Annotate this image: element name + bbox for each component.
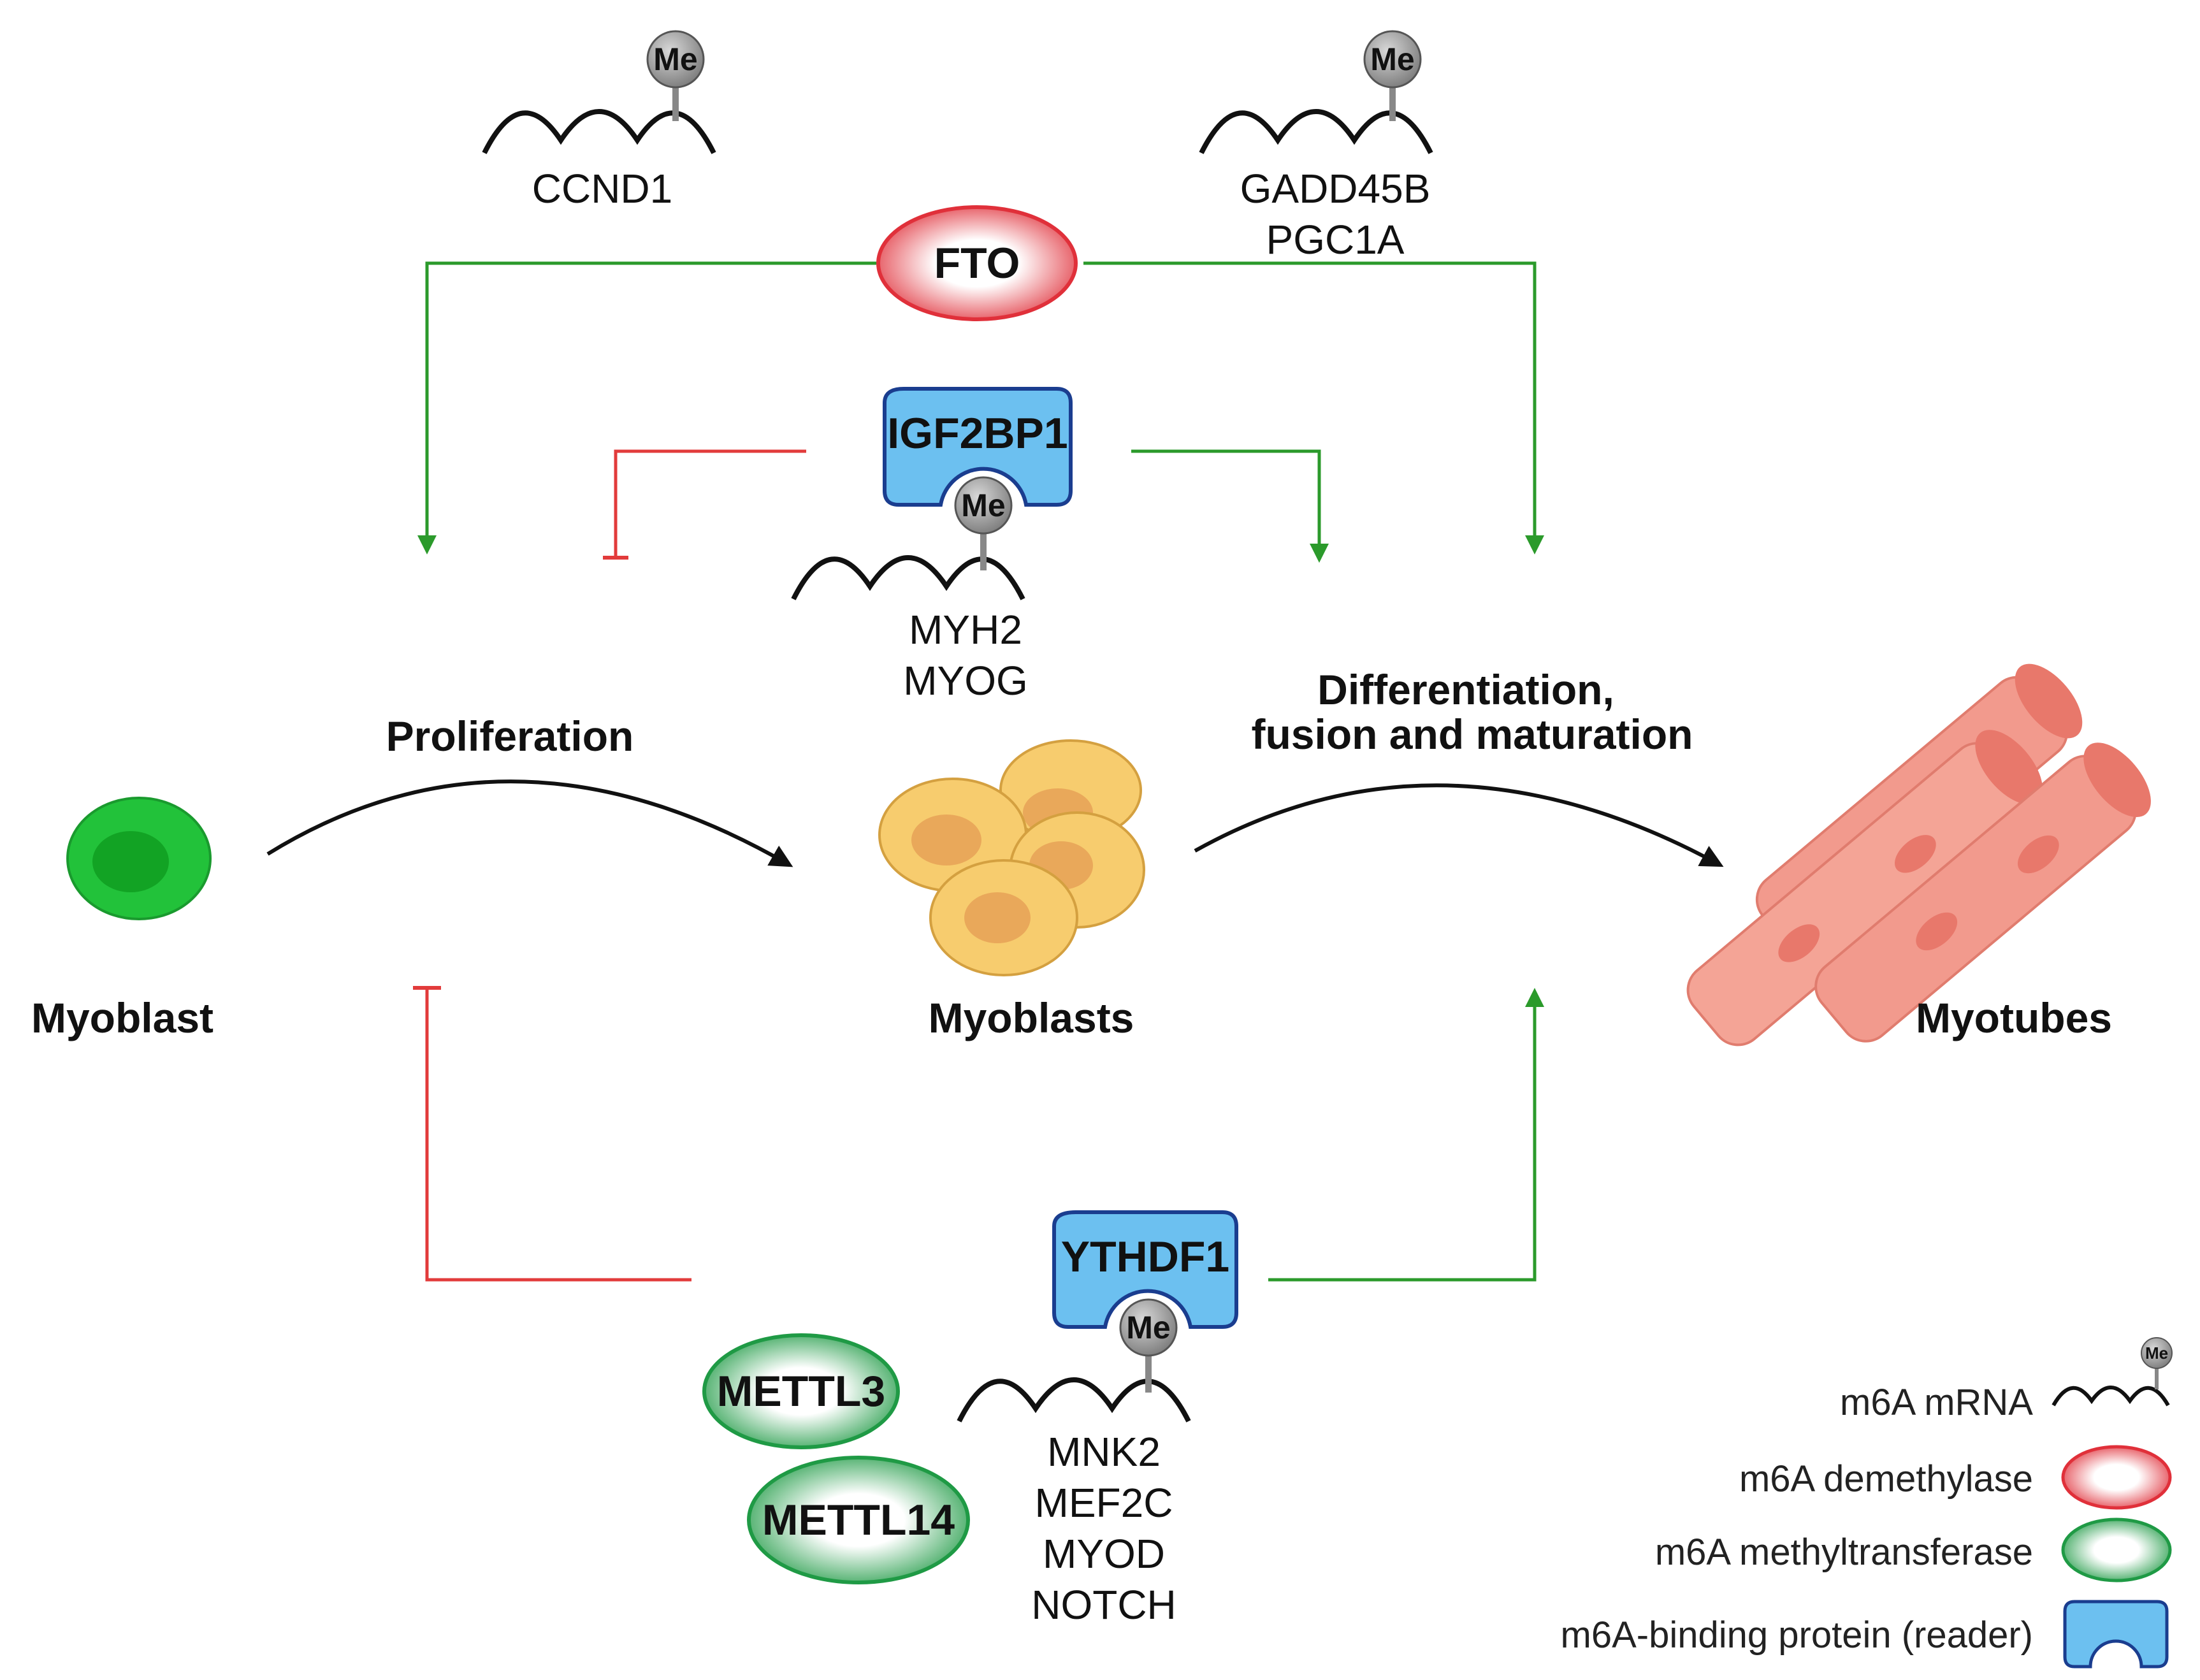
- legend-mrna-label: m6A mRNA: [1840, 1382, 2033, 1423]
- legend-reader-label: m6A-binding protein (reader): [1561, 1614, 2033, 1656]
- methyl-label: Me: [1126, 1310, 1170, 1345]
- gene-notch: NOTCH: [1031, 1582, 1176, 1628]
- differentiation-arrow: [1194, 783, 1724, 867]
- fto-protein: [876, 205, 1078, 321]
- gene-myod: MYOD: [1043, 1531, 1165, 1577]
- legend-reader: m6A-binding protein (reader): [1561, 1600, 2169, 1669]
- gene-myog: MYOG: [903, 658, 1028, 704]
- igf2bp1-to-differentiation-arrow: [1131, 449, 1329, 563]
- ythdf1-pathway: YTHDF1 Me MNK2 MEF2C MYOD NOTCH METTL3 M…: [413, 986, 1544, 1628]
- igf2bp1-mrna: Me MYH2 MYOG: [791, 476, 1028, 704]
- legend-demethylase: m6A demethylase: [1739, 1445, 2172, 1510]
- fto-to-differentiation-arrow: [1083, 261, 1544, 554]
- methyl-label: Me: [1370, 41, 1414, 77]
- myoblast-label: Myoblast: [31, 994, 213, 1041]
- methyl-group-icon: [2141, 1337, 2173, 1369]
- methyl-label: Me: [961, 488, 1005, 523]
- ythdf1-to-differentiation-arrow: [1268, 988, 1544, 1282]
- fto-pathway: FTO Me CCND1 Me GADD45B PGC1A: [417, 30, 1544, 554]
- differentiation-label-line2: fusion and maturation: [1252, 711, 1693, 758]
- igf2bp1-inhibits-proliferation: [614, 449, 806, 558]
- legend-methyltransferase-label: m6A methyltransferase: [1655, 1532, 2033, 1573]
- legend-methyltransferase: m6A methyltransferase: [1655, 1517, 2172, 1582]
- mrna-strand: [1199, 109, 1433, 154]
- methyl-group-icon: [1363, 30, 1422, 89]
- gene-mef2c: MEF2C: [1035, 1480, 1173, 1526]
- igf2bp1-label: IGF2BP1: [887, 409, 1067, 458]
- legend-demethylase-icon: [2061, 1445, 2172, 1510]
- gene-pgc1a: PGC1A: [1266, 217, 1405, 263]
- proliferation-arrow: [266, 779, 793, 867]
- gene-myh2: MYH2: [909, 607, 1022, 653]
- igf2bp1-reader-protein: [883, 387, 1073, 507]
- legend-methyltransferase-icon: [2061, 1517, 2172, 1582]
- ythdf1-mrna: Me MNK2 MEF2C MYOD NOTCH: [957, 1298, 1191, 1628]
- mettl3-label: METTL3: [717, 1367, 885, 1416]
- methyl-label: Me: [2145, 1343, 2168, 1363]
- legend-reader-icon: [2063, 1600, 2169, 1669]
- gadd45b-pgc1a-mrna: Me GADD45B PGC1A: [1199, 30, 1433, 263]
- methyl-label: Me: [653, 41, 697, 77]
- mettl3-protein: [702, 1333, 900, 1449]
- mrna-strand: [957, 1377, 1191, 1423]
- process-flow: Proliferation Differentiation, fusion an…: [266, 666, 1724, 867]
- ythdf1-inhibits-proliferation: [425, 988, 691, 1282]
- ythdf1-label: YTHDF1: [1061, 1233, 1229, 1281]
- legend-mrna: m6A mRNA Me: [1840, 1337, 2173, 1423]
- myotubes-label: Myotubes: [1916, 994, 2112, 1041]
- ccnd1-mrna: Me CCND1: [482, 30, 716, 212]
- fto-to-proliferation-arrow: [417, 261, 876, 554]
- gene-gadd45b: GADD45B: [1240, 166, 1431, 212]
- differentiation-label-line1: Differentiation,: [1317, 666, 1614, 713]
- legend: m6A mRNA Me m6A demethylase m6A methyltr…: [1561, 1337, 2173, 1669]
- mrna-strand: [791, 555, 1025, 600]
- myotubes-icon: [1686, 663, 2151, 1046]
- gene-mnk2: MNK2: [1047, 1429, 1161, 1475]
- myoblasts-label: Myoblasts: [929, 994, 1134, 1041]
- legend-mrna-icon: [2052, 1386, 2170, 1407]
- igf2bp1-pathway: IGF2BP1 Me MYH2 MYOG: [603, 387, 1329, 704]
- gene-ccnd1: CCND1: [532, 166, 672, 212]
- myoblasts-cluster-icon: [878, 739, 1145, 976]
- legend-demethylase-label: m6A demethylase: [1739, 1458, 2033, 1500]
- mettl14-protein: [747, 1456, 970, 1584]
- myoblast-cell-icon: [66, 797, 212, 920]
- ythdf1-reader-protein: [1052, 1210, 1238, 1329]
- mrna-strand: [482, 109, 716, 154]
- fto-label: FTO: [934, 239, 1020, 287]
- proliferation-label: Proliferation: [386, 713, 634, 760]
- methyl-group-icon: [954, 476, 1013, 535]
- methyl-group-icon: [646, 30, 705, 89]
- mettl14-label: METTL14: [762, 1496, 955, 1544]
- methyl-group-icon: [1119, 1298, 1178, 1357]
